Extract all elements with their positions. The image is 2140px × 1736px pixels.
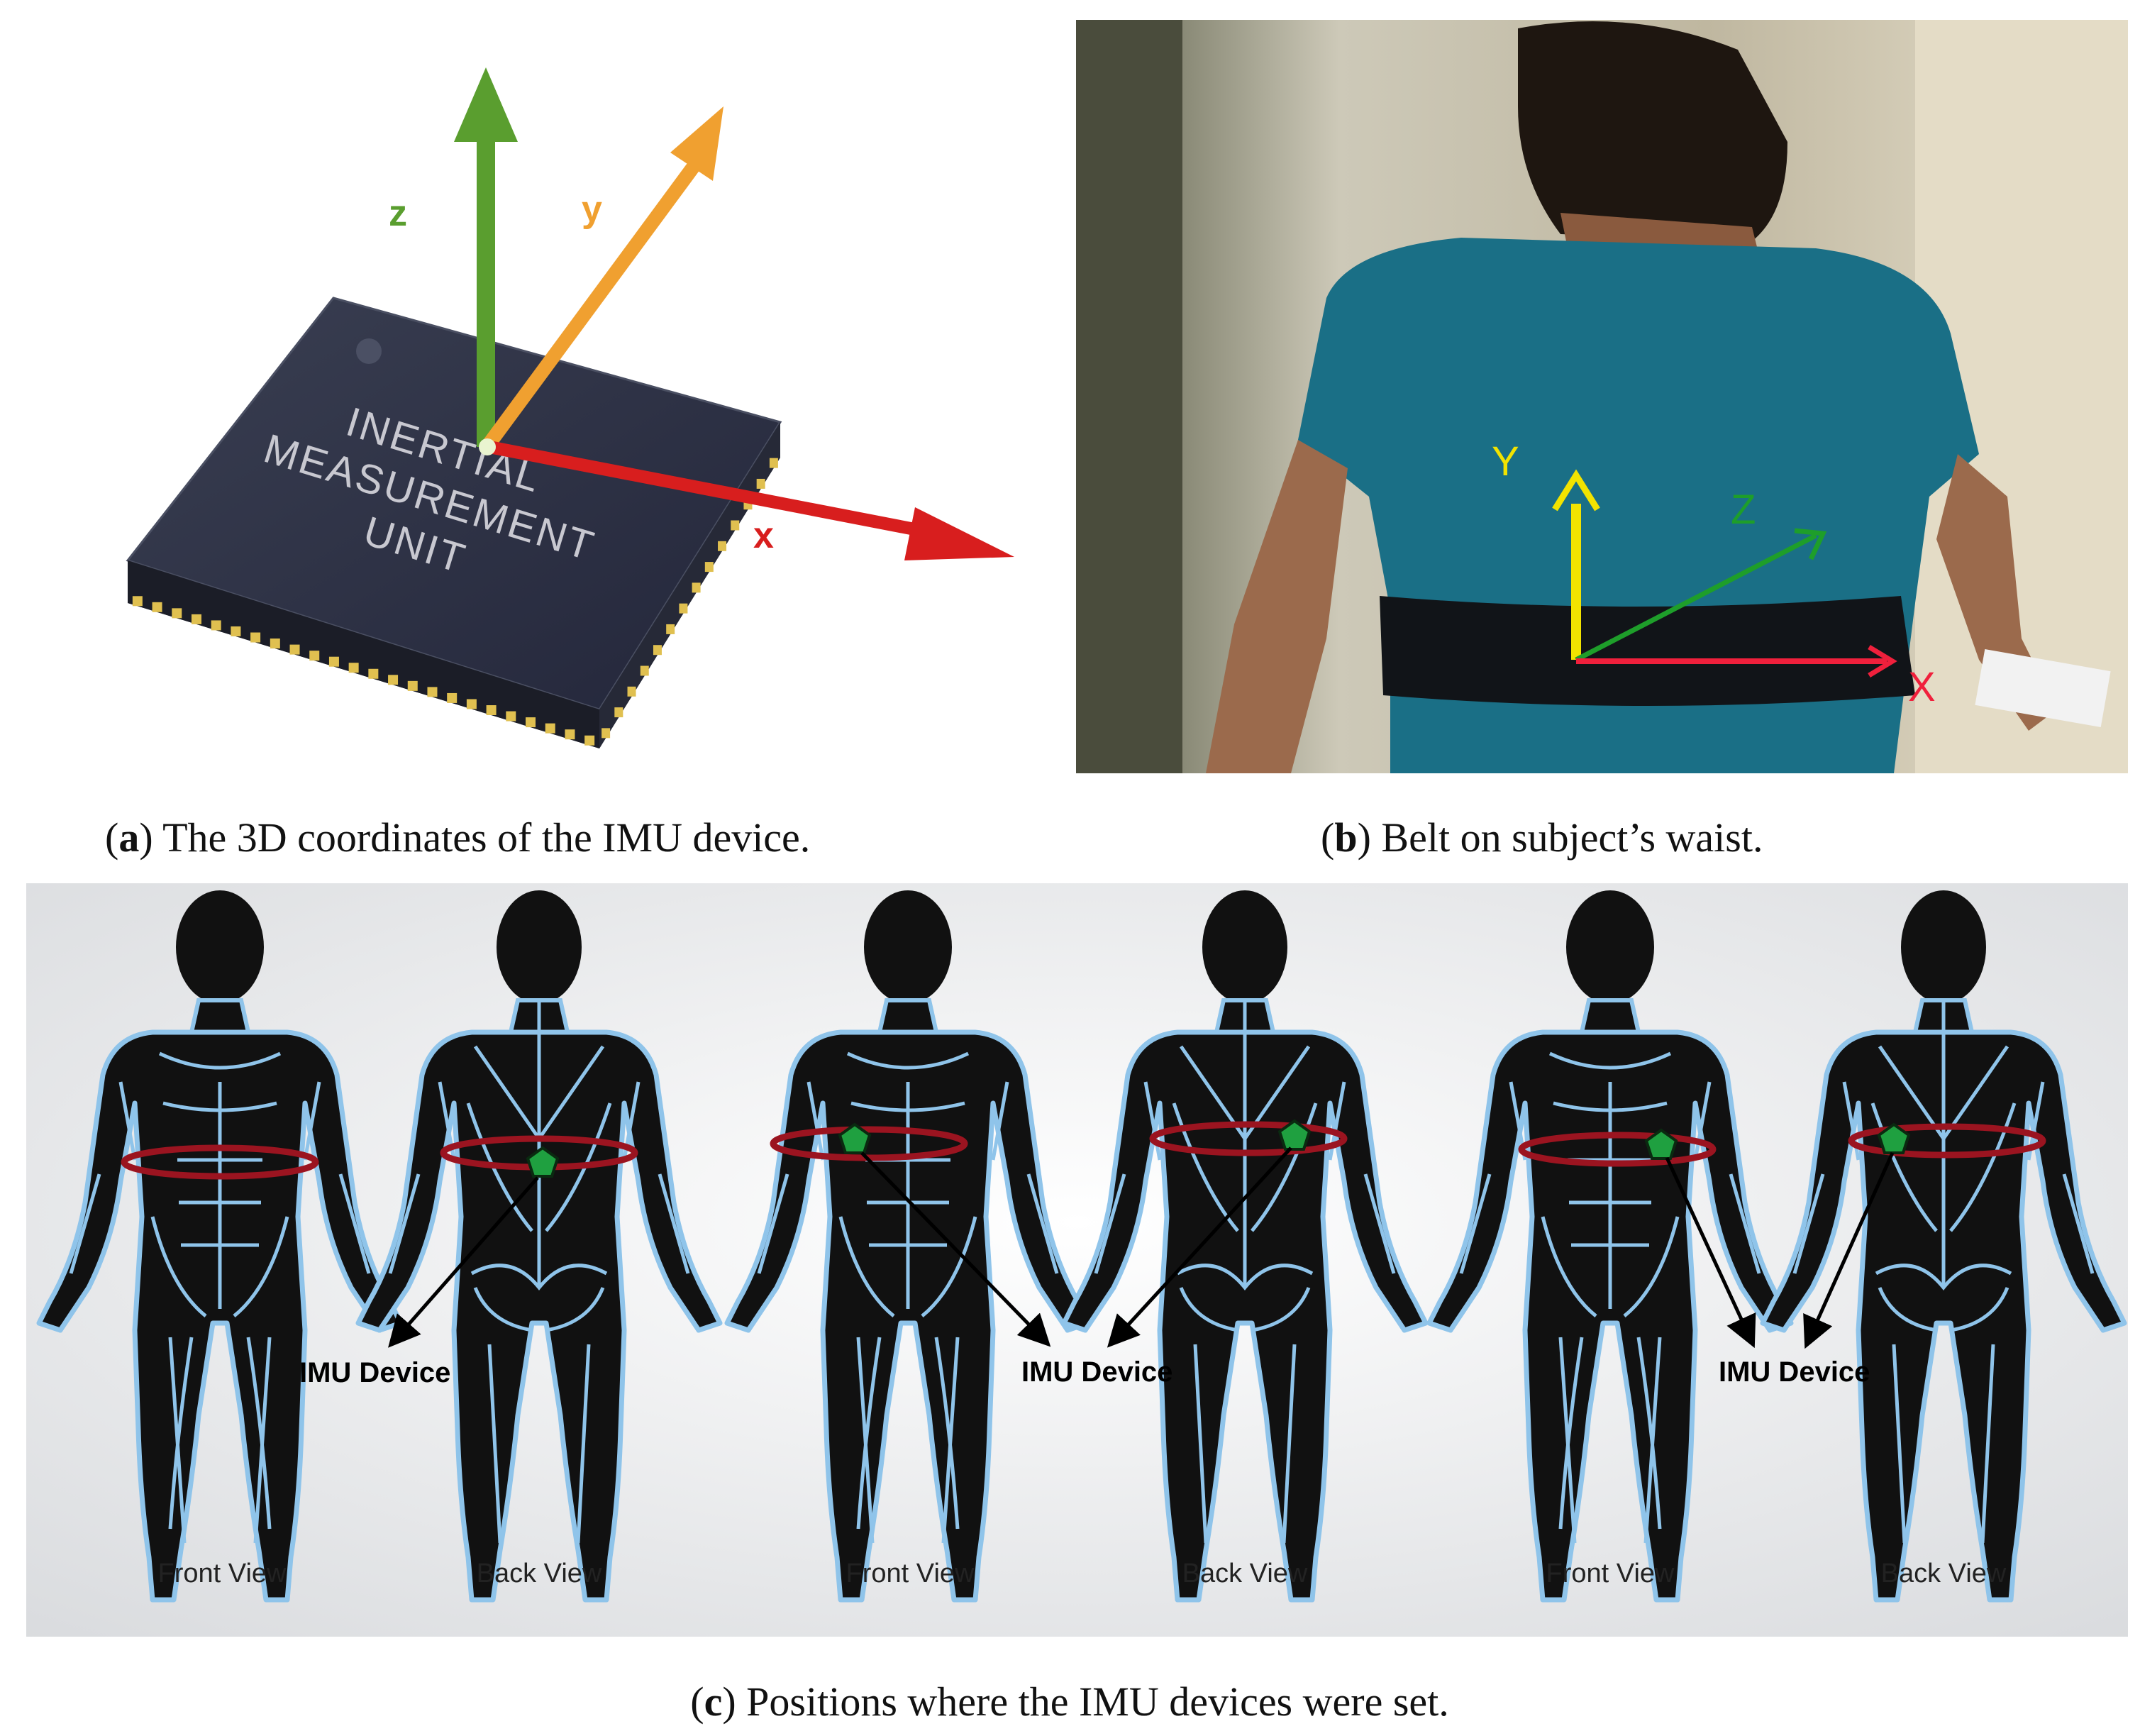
caption-c-letter: c	[704, 1679, 723, 1725]
z-axis-arrow-b	[1575, 533, 1817, 663]
y-axis-arrow	[483, 155, 705, 448]
chip-pin	[718, 541, 727, 551]
view-group-3: IMU Device Front View Back View	[1429, 890, 2124, 1600]
y-axis-head	[670, 106, 724, 181]
y-axis-label: y	[582, 189, 602, 230]
caption-a: (a) The 3D coordinates of the IMU device…	[105, 814, 810, 861]
x-axis-head-b	[1868, 645, 1897, 678]
y-axis-label-b: Y	[1492, 438, 1519, 485]
pointer-arrow-3a	[1665, 1156, 1756, 1349]
x-axis-label-b: X	[1908, 664, 1936, 710]
chip-pin	[348, 663, 359, 673]
caption-c-text: Positions where the IMU devices were set…	[746, 1679, 1449, 1725]
chip-pin	[328, 656, 339, 667]
y-axis-head-b	[1552, 469, 1600, 512]
belt-axes: Y Z X	[1492, 438, 1936, 710]
chip-pin	[407, 680, 418, 691]
front-view-label-3: Front View	[1546, 1559, 1675, 1588]
chip-pin	[289, 644, 300, 655]
chip-pin	[270, 638, 280, 649]
pointer-arrow-2b	[1107, 1146, 1292, 1348]
view-group-2: IMU Device Front View Back View	[727, 890, 1426, 1600]
chip-pin	[601, 728, 611, 739]
caption-c: (c) Positions where the IMU devices were…	[690, 1679, 1449, 1725]
caption-a-letter: a	[118, 814, 139, 861]
subject-left-arm	[1206, 440, 1348, 773]
chip-pin	[627, 686, 636, 697]
subject-photo	[1206, 21, 2111, 773]
chip-pin	[756, 478, 765, 489]
chip-pin	[692, 582, 701, 593]
pointer-arrow-1	[388, 1176, 539, 1348]
front-view-label-2: Front View	[846, 1559, 975, 1588]
chip-pins	[132, 458, 778, 746]
chip-pin	[388, 675, 399, 685]
chip-pin	[679, 603, 688, 614]
z-axis-label: z	[389, 193, 407, 234]
chip-pin	[427, 687, 438, 697]
front-view-label-1: Front View	[158, 1559, 287, 1588]
imu-label-2: IMU Device	[1021, 1356, 1172, 1388]
x-axis-label: x	[753, 515, 774, 556]
chip-dot-icon	[356, 338, 382, 364]
chip-pin	[640, 665, 649, 676]
chip-pin	[309, 651, 320, 661]
panel-a: INERTIAL MEASUREMENT UNIT z y x (a) The …	[14, 18, 1036, 861]
chip-pin	[447, 692, 458, 703]
caption-b: (b) Belt on subject’s waist.	[1321, 814, 1763, 861]
caption-a-text: The 3D coordinates of the IMU device.	[162, 814, 810, 861]
z-axis-head-b	[1794, 528, 1827, 560]
chip-pin	[584, 735, 595, 746]
imu-label-1: IMU Device	[299, 1357, 450, 1388]
back-view-label-3: Back View	[1881, 1559, 2007, 1588]
panel-c-background	[26, 883, 2128, 1637]
imu-label-3: IMU Device	[1719, 1356, 1870, 1388]
pointer-arrow-3b	[1803, 1151, 1895, 1349]
axes-origin	[479, 438, 496, 455]
chip-pin	[769, 458, 778, 468]
photo-door-edge	[1076, 20, 1182, 773]
chip-pin	[565, 729, 575, 740]
caption-b-letter: b	[1334, 814, 1357, 861]
back-view-label-1: Back View	[477, 1559, 602, 1588]
chip-pin	[132, 596, 143, 607]
view-group-1: IMU Device Front View Back View	[39, 890, 720, 1600]
x-axis-head	[904, 507, 1014, 560]
chip-pin	[152, 602, 162, 612]
chip-pin	[231, 626, 241, 636]
chip-pin	[466, 699, 477, 709]
chip-pin	[731, 520, 740, 531]
chip-pin	[486, 705, 497, 716]
pointer-arrow-2a	[860, 1151, 1051, 1347]
chip-pin	[211, 620, 221, 631]
z-axis-label-b: Z	[1731, 487, 1756, 533]
chip-pin	[653, 645, 662, 656]
chip-pin	[704, 562, 714, 573]
chip-pin	[545, 723, 555, 734]
chip-pin	[368, 668, 379, 679]
imu-axes: z y x	[389, 67, 1014, 560]
back-view-label-2: Back View	[1182, 1559, 1308, 1588]
caption-b-text: Belt on subject’s waist.	[1381, 814, 1763, 861]
chip-pin	[526, 717, 536, 728]
x-axis-arrow	[488, 441, 931, 538]
chip-pin	[191, 614, 201, 624]
chip-pin	[506, 711, 516, 722]
z-axis-head	[454, 67, 518, 142]
chip-pin	[250, 632, 261, 643]
chip-pin	[172, 608, 182, 619]
chip-pin	[614, 707, 623, 718]
panel-c: IMU Device Front View Back View IMU Devi…	[26, 883, 2128, 1725]
subject-head	[1518, 21, 1787, 241]
waist-belt	[1380, 596, 1915, 706]
chip-pin	[666, 624, 675, 634]
panel-b: Y Z X (b) Belt on subject’s waist.	[1076, 20, 2128, 861]
